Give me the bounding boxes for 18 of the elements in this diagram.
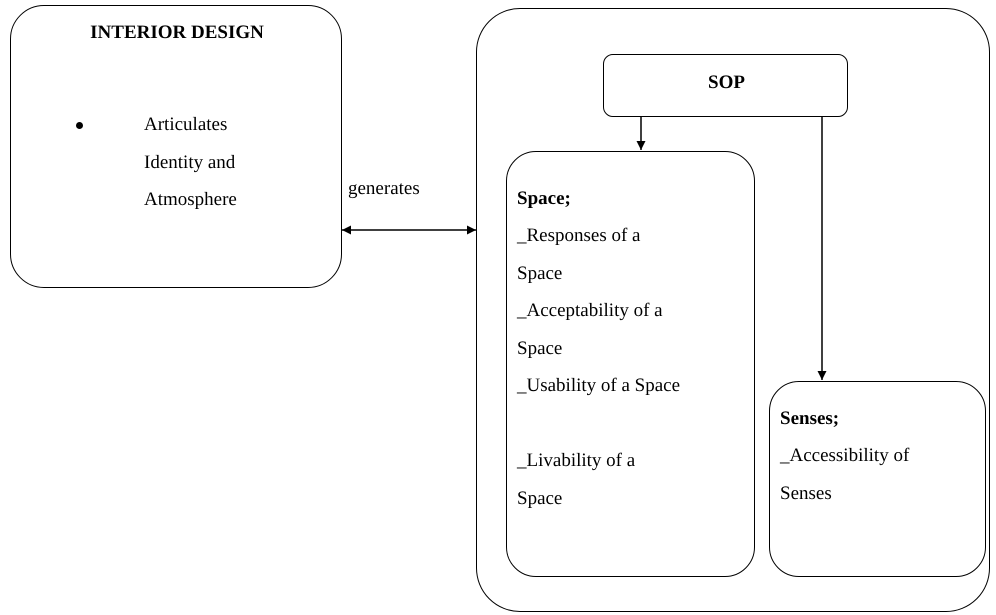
arrow (636, 116, 646, 150)
heading: INTERIOR DESIGN (89, 21, 265, 45)
heading: SOP (707, 71, 746, 95)
rounded-box (506, 151, 755, 577)
rounded-box (10, 5, 342, 288)
list-item: Articulates Identity and Atmosphere (144, 113, 238, 212)
heading: Space; (517, 187, 572, 211)
list-item: _Accessibility of Senses (780, 444, 910, 506)
rounded-box (603, 54, 848, 117)
list-item: _Responses of a Space (517, 224, 642, 286)
list-item: _Acceptability of a Space (517, 299, 664, 360)
rounded-container (476, 8, 990, 612)
rounded-box (769, 381, 986, 577)
list-item: _Livability of a Space (517, 449, 636, 510)
list-item: _Usability of a Space (517, 374, 682, 398)
heading: Senses; (780, 407, 840, 431)
arrow (818, 116, 826, 380)
arrow (342, 226, 476, 234)
